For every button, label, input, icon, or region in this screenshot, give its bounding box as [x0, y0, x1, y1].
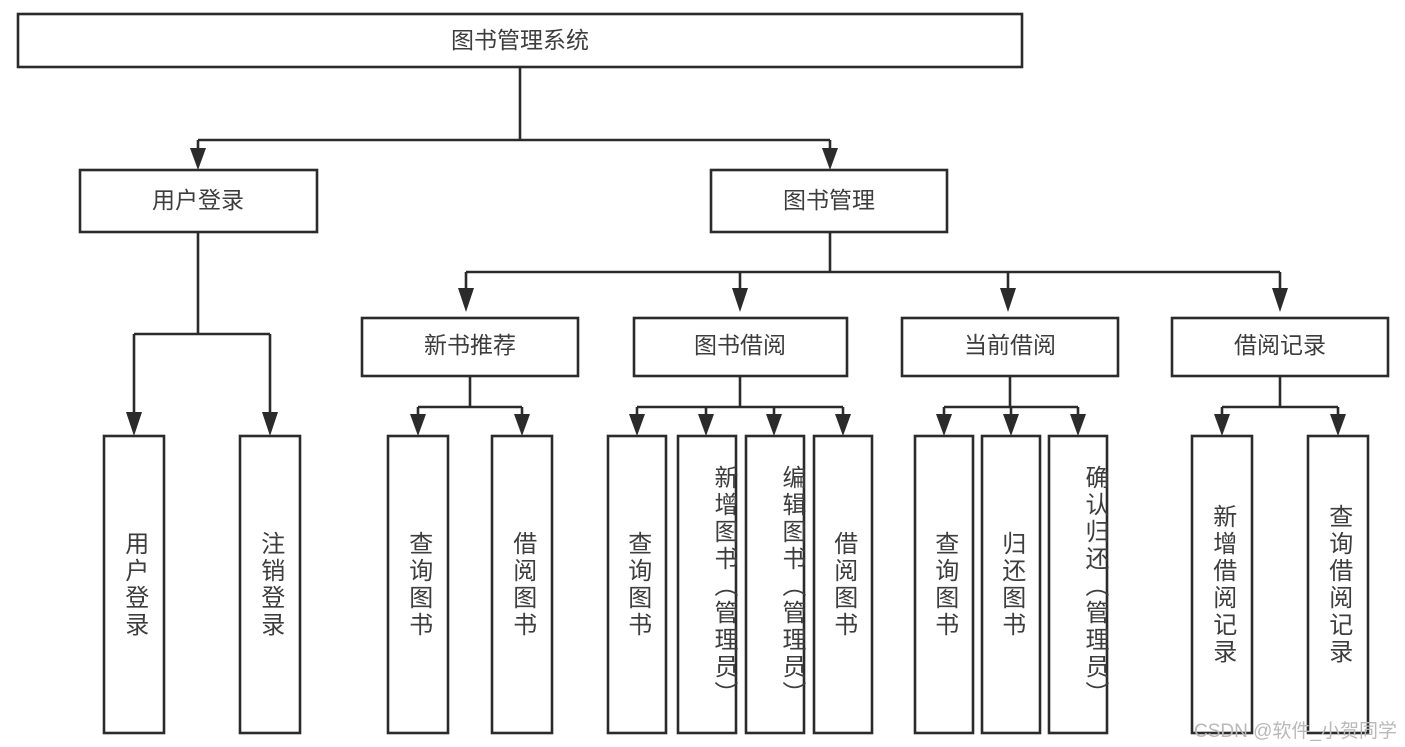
- node-borrow-record[interactable]: 借阅记录: [1170, 316, 1390, 378]
- arrow-new-book-recommend: [458, 288, 474, 312]
- node-box-leaf-confirm-return[interactable]: [1047, 434, 1109, 735]
- arrow-leaf-borrow-book-2: [835, 414, 851, 436]
- node-box-leaf-edit-book[interactable]: [744, 434, 806, 735]
- node-label-root: 图书管理系统: [451, 27, 589, 53]
- arrow-borrow-record: [1272, 288, 1288, 312]
- node-box-leaf-add-borrow-record[interactable]: [1190, 434, 1254, 735]
- node-current-borrow[interactable]: 当前借阅: [900, 316, 1120, 378]
- arrow-current-borrow: [1000, 288, 1016, 312]
- node-box-leaf-return-book[interactable]: [980, 434, 1042, 735]
- arrow-leaf-borrow-book-1: [514, 414, 530, 436]
- node-box-current-borrow[interactable]: [900, 316, 1120, 378]
- node-box-leaf-query-book-2[interactable]: [606, 434, 668, 735]
- node-label-book-borrow: 图书借阅: [694, 332, 786, 358]
- arrow-leaf-logout-login: [262, 412, 278, 436]
- node-label-book-management: 图书管理: [783, 187, 875, 213]
- arrow-leaf-query-borrow-record: [1330, 414, 1346, 436]
- node-box-user-login[interactable]: [78, 168, 319, 234]
- node-box-leaf-query-borrow-record[interactable]: [1306, 434, 1370, 735]
- node-box-leaf-borrow-book-1[interactable]: [490, 434, 554, 735]
- node-box-borrow-record[interactable]: [1170, 316, 1390, 378]
- arrow-leaf-confirm-return: [1070, 414, 1086, 436]
- watermark-text: CSDN @软件_小贺同学: [1194, 721, 1397, 742]
- node-label-new-book-recommend: 新书推荐: [424, 332, 516, 358]
- node-book-management[interactable]: 图书管理: [709, 168, 949, 234]
- arrow-leaf-edit-book: [766, 414, 782, 436]
- arrow-leaf-user-login: [126, 412, 142, 436]
- arrow-leaf-query-book-2: [629, 414, 645, 436]
- node-box-leaf-logout-login[interactable]: [238, 434, 302, 735]
- arrow-leaf-return-book: [1003, 414, 1019, 436]
- arrow-user-login: [190, 148, 206, 170]
- arrow-leaf-add-book: [698, 414, 714, 436]
- node-box-new-book-recommend[interactable]: [360, 316, 580, 378]
- node-box-leaf-query-book-3[interactable]: [913, 434, 975, 735]
- arrow-leaf-query-book-3: [936, 414, 952, 436]
- node-box-leaf-add-book[interactable]: [676, 434, 738, 735]
- node-box-book-management[interactable]: [709, 168, 949, 234]
- node-book-borrow[interactable]: 图书借阅: [632, 316, 849, 378]
- arrow-book-management: [822, 148, 838, 170]
- node-box-leaf-query-book-1[interactable]: [386, 434, 450, 735]
- node-label-current-borrow: 当前借阅: [964, 332, 1056, 358]
- node-label-user-login: 用户登录: [152, 187, 244, 213]
- node-box-leaf-borrow-book-2[interactable]: [812, 434, 874, 735]
- node-label-borrow-record: 借阅记录: [1234, 332, 1326, 358]
- node-book-management-system[interactable]: 图书管理系统: [16, 12, 1024, 69]
- node-new-book-recommend[interactable]: 新书推荐: [360, 316, 580, 378]
- node-user-login[interactable]: 用户登录: [78, 168, 319, 234]
- arrow-book-borrow: [732, 288, 748, 312]
- node-box-root[interactable]: [16, 12, 1024, 69]
- connector-layer: [126, 67, 1346, 436]
- node-box-book-borrow[interactable]: [632, 316, 849, 378]
- node-box-leaf-user-login[interactable]: [102, 434, 166, 735]
- arrow-leaf-query-book-1: [410, 414, 426, 436]
- leaf-boxes-layer: [102, 434, 1370, 735]
- arrow-leaf-add-borrow-record: [1214, 414, 1230, 436]
